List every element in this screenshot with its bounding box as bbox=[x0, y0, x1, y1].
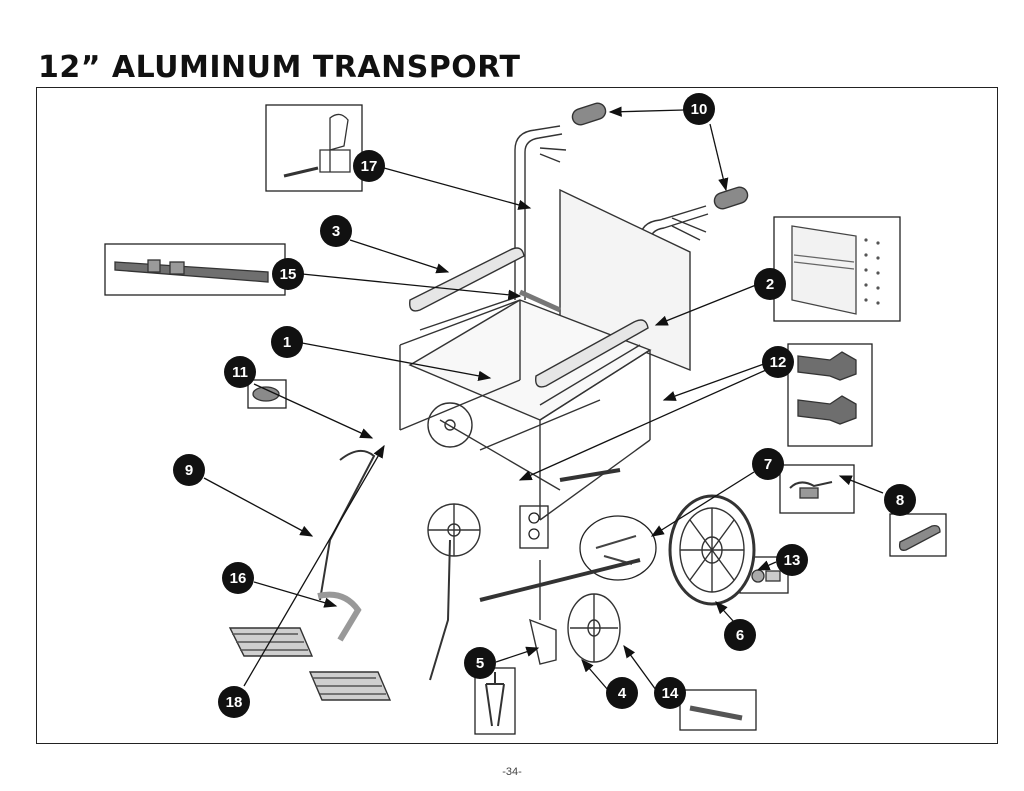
callout-10: 10 bbox=[683, 93, 715, 125]
svg-text:15: 15 bbox=[280, 266, 297, 283]
inset-brake-detail-circle bbox=[579, 515, 657, 581]
svg-text:14: 14 bbox=[662, 685, 679, 702]
page-title: 12” ALUMINUM TRANSPORT bbox=[38, 50, 521, 85]
callout-1: 1 bbox=[271, 326, 303, 358]
inset-seat-latch bbox=[265, 104, 363, 192]
callout-6: 6 bbox=[724, 619, 756, 651]
svg-text:9: 9 bbox=[185, 462, 193, 479]
callout-15: 15 bbox=[272, 258, 304, 290]
svg-text:16: 16 bbox=[230, 570, 247, 587]
svg-text:13: 13 bbox=[784, 552, 801, 569]
callout-8: 8 bbox=[884, 484, 916, 516]
inset-footrest-hangers bbox=[787, 343, 873, 447]
callout-16: 16 bbox=[222, 562, 254, 594]
svg-text:18: 18 bbox=[226, 694, 243, 711]
callout-11: 11 bbox=[224, 356, 256, 388]
svg-text:12: 12 bbox=[770, 354, 787, 371]
inset-brake-cable bbox=[779, 464, 855, 514]
callout-9: 9 bbox=[173, 454, 205, 486]
svg-text:5: 5 bbox=[476, 655, 484, 672]
callout-3: 3 bbox=[320, 215, 352, 247]
inset-back-upholstery bbox=[773, 216, 901, 322]
callout-13: 13 bbox=[776, 544, 808, 576]
inset-axle bbox=[679, 689, 757, 731]
callout-7: 7 bbox=[752, 448, 784, 480]
callout-17: 17 bbox=[353, 150, 385, 182]
svg-text:2: 2 bbox=[766, 276, 774, 293]
callout-12: 12 bbox=[762, 346, 794, 378]
inset-caster-stem bbox=[519, 505, 549, 549]
callout-14: 14 bbox=[654, 677, 686, 709]
svg-text:8: 8 bbox=[896, 492, 904, 509]
callout-2: 2 bbox=[754, 268, 786, 300]
inset-seat-belt bbox=[104, 243, 286, 296]
diagram-frame bbox=[36, 87, 998, 744]
svg-text:3: 3 bbox=[332, 223, 340, 240]
inset-hand-grip bbox=[889, 513, 947, 557]
callout-5: 5 bbox=[464, 647, 496, 679]
inset-end-cap bbox=[247, 379, 287, 409]
svg-text:4: 4 bbox=[618, 685, 627, 702]
page-number: -34- bbox=[502, 766, 522, 778]
svg-text:1: 1 bbox=[283, 334, 291, 351]
svg-text:17: 17 bbox=[361, 158, 378, 175]
svg-text:7: 7 bbox=[764, 456, 772, 473]
svg-text:10: 10 bbox=[691, 101, 708, 118]
svg-text:6: 6 bbox=[736, 627, 744, 644]
svg-text:11: 11 bbox=[232, 364, 248, 381]
leader-lines bbox=[203, 106, 884, 691]
callout-4: 4 bbox=[606, 677, 638, 709]
inset-caster-fork bbox=[474, 667, 516, 735]
callout-18: 18 bbox=[218, 686, 250, 718]
